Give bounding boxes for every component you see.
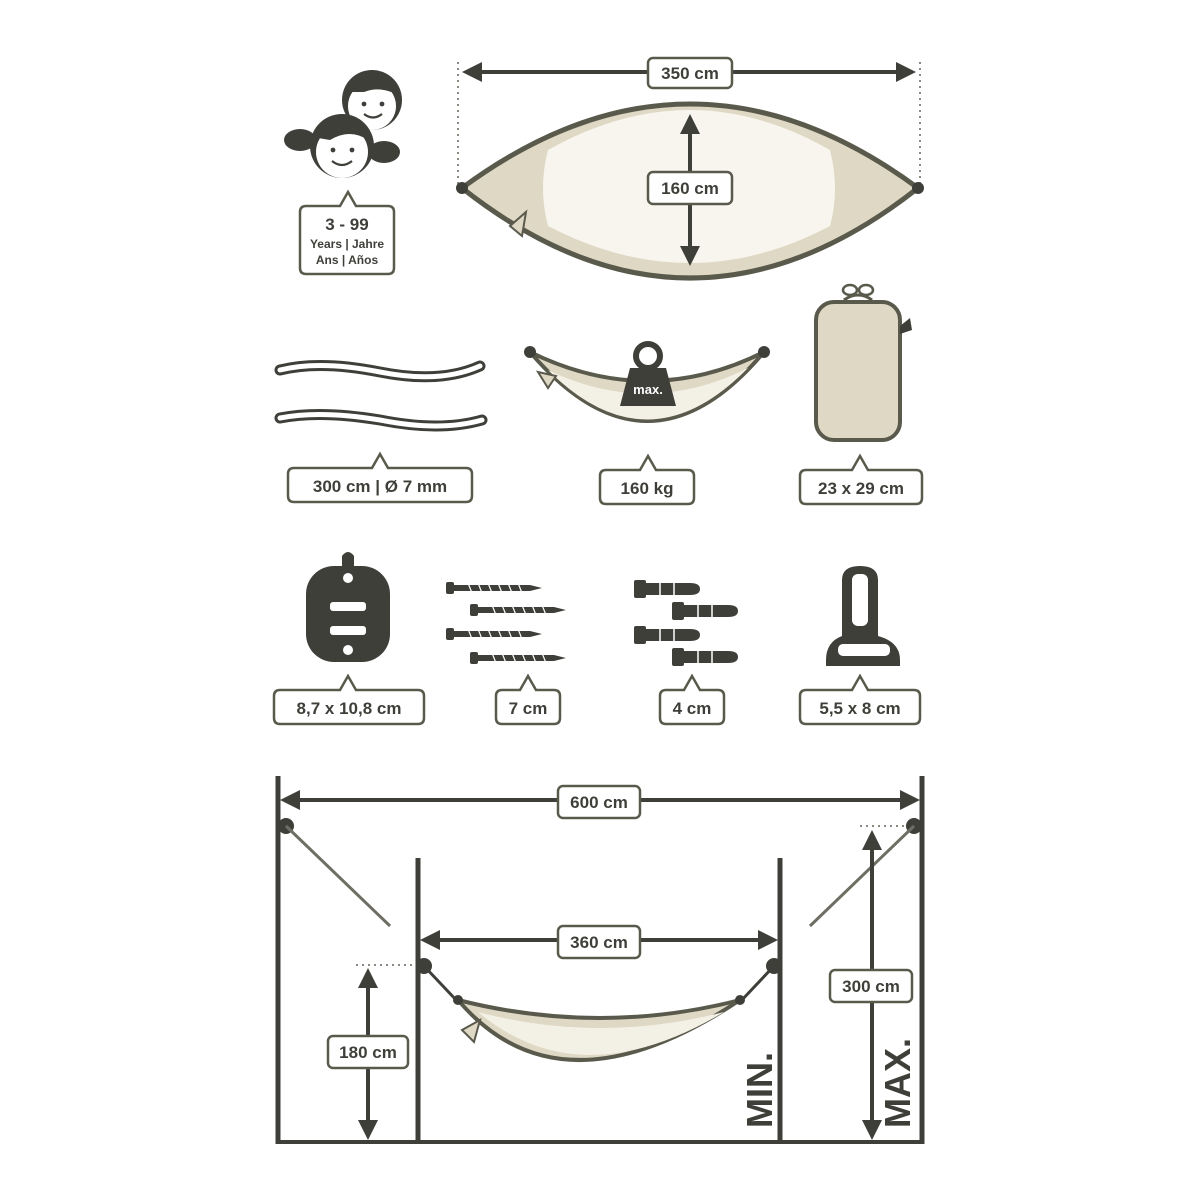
- wall-mount-callout: 8,7 x 10,8 cm: [272, 673, 426, 726]
- ropes-icon: [274, 359, 488, 432]
- hook-icon: [826, 566, 900, 666]
- max-height-label: 300 cm: [828, 968, 914, 1004]
- max-load-callout: 160 kg: [598, 453, 696, 506]
- hammock-top-view: [456, 62, 924, 281]
- dowels-icon: [634, 580, 738, 666]
- width-label: 160 cm: [646, 170, 734, 206]
- hook-size-label: 5,5 x 8 cm: [819, 699, 900, 718]
- svg-text:160 cm: 160 cm: [661, 179, 719, 198]
- wall-mount-plate-icon: [306, 552, 390, 662]
- bag-icon: [814, 283, 912, 442]
- age-callout: 3 - 99 Years | Jahre Ans | Años: [298, 189, 396, 276]
- svg-text:360 cm: 360 cm: [570, 933, 628, 952]
- max-distance-label: 600 cm: [556, 784, 642, 820]
- hook-callout: 5,5 x 8 cm: [798, 673, 922, 726]
- wall-mount-label: 8,7 x 10,8 cm: [297, 699, 402, 718]
- max-load-icon: max.: [524, 341, 770, 423]
- age-range: 3 - 99: [325, 215, 368, 234]
- ropes-label: 300 cm | Ø 7 mm: [313, 477, 447, 496]
- max-weight-text: max.: [633, 382, 663, 397]
- min-text: MIN.: [739, 1052, 780, 1128]
- bag-size-label: 23 x 29 cm: [818, 479, 904, 498]
- installation-diagram: MIN. MAX.: [275, 776, 925, 1144]
- bag-callout: 23 x 29 cm: [798, 453, 924, 506]
- screws-callout: 7 cm: [494, 673, 562, 726]
- length-label: 350 cm: [646, 56, 734, 90]
- max-load-label: 160 kg: [621, 479, 674, 498]
- age-label-line1: Years | Jahre: [310, 237, 384, 251]
- dowels-callout: 4 cm: [658, 673, 726, 726]
- screw-length-label: 7 cm: [509, 699, 548, 718]
- min-height-label: 180 cm: [326, 1034, 410, 1070]
- min-distance-label: 360 cm: [556, 924, 642, 960]
- svg-text:350 cm: 350 cm: [661, 64, 719, 83]
- svg-text:300 cm: 300 cm: [842, 977, 900, 996]
- svg-text:600 cm: 600 cm: [570, 793, 628, 812]
- dowel-length-label: 4 cm: [673, 699, 712, 718]
- age-label-line2: Ans | Años: [316, 253, 379, 267]
- children-faces-icon: [284, 70, 402, 178]
- svg-text:180 cm: 180 cm: [339, 1043, 397, 1062]
- max-text: MAX.: [877, 1038, 918, 1128]
- screws-icon: [446, 582, 566, 664]
- ropes-callout: 300 cm | Ø 7 mm: [286, 451, 474, 504]
